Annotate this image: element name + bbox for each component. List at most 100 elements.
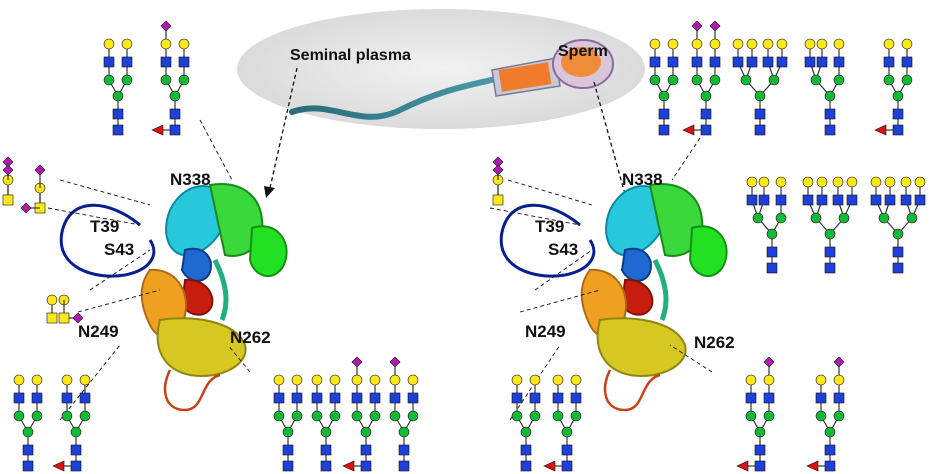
right-green-sheet <box>648 183 704 257</box>
glcnac-square <box>169 108 181 120</box>
glcnac-square <box>832 194 844 206</box>
sialic-diamond <box>72 312 84 324</box>
galactose-circle <box>804 38 816 50</box>
mannose-circle <box>31 410 43 422</box>
glcnac-square <box>658 124 670 136</box>
fucose-triangle <box>151 124 164 136</box>
glcnac-square <box>561 460 573 472</box>
glcnac-square <box>754 444 766 456</box>
galactose-circle <box>745 374 757 386</box>
mannose-circle <box>700 90 712 102</box>
mannose-circle <box>169 90 181 102</box>
sperm-nucleus <box>561 47 601 77</box>
glcnac-square <box>22 444 34 456</box>
galactose-circle <box>758 176 770 188</box>
sialic-diamond <box>389 356 401 368</box>
galactose-circle <box>291 374 303 386</box>
mannose-circle <box>906 212 918 224</box>
glcnac-square <box>892 108 904 120</box>
galactose-circle <box>103 38 115 50</box>
glcnac-square <box>900 194 912 206</box>
plasma-arrowhead <box>264 186 275 198</box>
galactose-circle <box>746 38 758 50</box>
left-red-coil <box>163 369 221 412</box>
left-yellow-sheet <box>156 317 247 377</box>
mannose-circle <box>160 74 172 86</box>
sialic-diamond <box>160 20 172 32</box>
glcnac-square <box>892 246 904 258</box>
right-blue-loop <box>499 203 596 278</box>
glcnac-square <box>754 460 766 472</box>
right-site-n249: N249 <box>525 322 566 341</box>
glcnac-square <box>816 194 828 206</box>
galactose-circle <box>329 374 341 386</box>
right-protein-structure: N338 T39 S43 N249 N262 <box>489 137 735 421</box>
glcnac-square <box>824 124 836 136</box>
glcnac-square <box>870 194 882 206</box>
glcnac-square <box>776 56 788 68</box>
galactose-circle <box>273 374 285 386</box>
glcnac-square <box>804 56 816 68</box>
galactose-circle <box>832 176 844 188</box>
mannose-circle <box>369 410 381 422</box>
galactose-circle <box>901 38 913 50</box>
mannose-circle <box>658 90 670 102</box>
glcnac-square <box>700 108 712 120</box>
glcnac-square <box>160 56 172 68</box>
glcnac-square <box>745 392 757 404</box>
left-site-n262: N262 <box>230 328 271 347</box>
galactose-circle <box>570 374 582 386</box>
right-red-sheet <box>620 278 654 316</box>
glcnac-square <box>520 460 532 472</box>
glcnac-square <box>763 392 775 404</box>
mannose-circle <box>752 212 764 224</box>
mannose-circle <box>329 410 341 422</box>
glcnac-square <box>112 108 124 120</box>
seminal-plasma-ellipse <box>237 9 645 129</box>
glcnac-square <box>291 392 303 404</box>
glcnac-square <box>824 460 836 472</box>
glcnac-square <box>282 460 294 472</box>
mannose-circle <box>311 410 323 422</box>
mannose-circle <box>552 410 564 422</box>
glcnac-square <box>398 460 410 472</box>
sperm-label: Sperm <box>558 43 608 60</box>
glcnac-square <box>700 124 712 136</box>
galactose-circle <box>13 374 25 386</box>
galactose-circle <box>369 374 381 386</box>
mannose-circle <box>740 74 752 86</box>
glcnac-square <box>282 444 294 456</box>
galactose-circle <box>649 38 661 50</box>
sialic-diamond <box>763 356 775 368</box>
glcnac-square <box>273 392 285 404</box>
left-site-n249: N249 <box>78 322 119 341</box>
left-red-sheet <box>180 278 214 316</box>
left-green-sheet <box>208 183 264 257</box>
galactose-circle <box>178 38 190 50</box>
glcnac-square <box>112 124 124 136</box>
galactose-circle <box>802 176 814 188</box>
galactose-circle <box>351 374 363 386</box>
glcnac-square <box>70 444 82 456</box>
galactose-circle <box>667 38 679 50</box>
mannose-circle <box>103 74 115 86</box>
mannose-circle <box>351 410 363 422</box>
galactose-circle <box>407 374 419 386</box>
galactose-circle <box>552 374 564 386</box>
galactose-circle <box>816 176 828 188</box>
glcnac-square <box>824 108 836 120</box>
fucose-triangle <box>543 460 556 472</box>
glcnac-square <box>13 392 25 404</box>
glcnac-square <box>802 194 814 206</box>
right-green-helix <box>688 225 728 277</box>
mannose-circle <box>892 228 904 240</box>
glcnac-square <box>407 392 419 404</box>
glcnac-square <box>320 444 332 456</box>
glcnac-square <box>746 194 758 206</box>
mannose-circle <box>754 426 766 438</box>
mannose-circle <box>810 74 822 86</box>
fucose-triangle <box>52 460 65 472</box>
galactose-circle <box>883 38 895 50</box>
fucose-triangle <box>874 124 887 136</box>
galactose-circle <box>61 374 73 386</box>
